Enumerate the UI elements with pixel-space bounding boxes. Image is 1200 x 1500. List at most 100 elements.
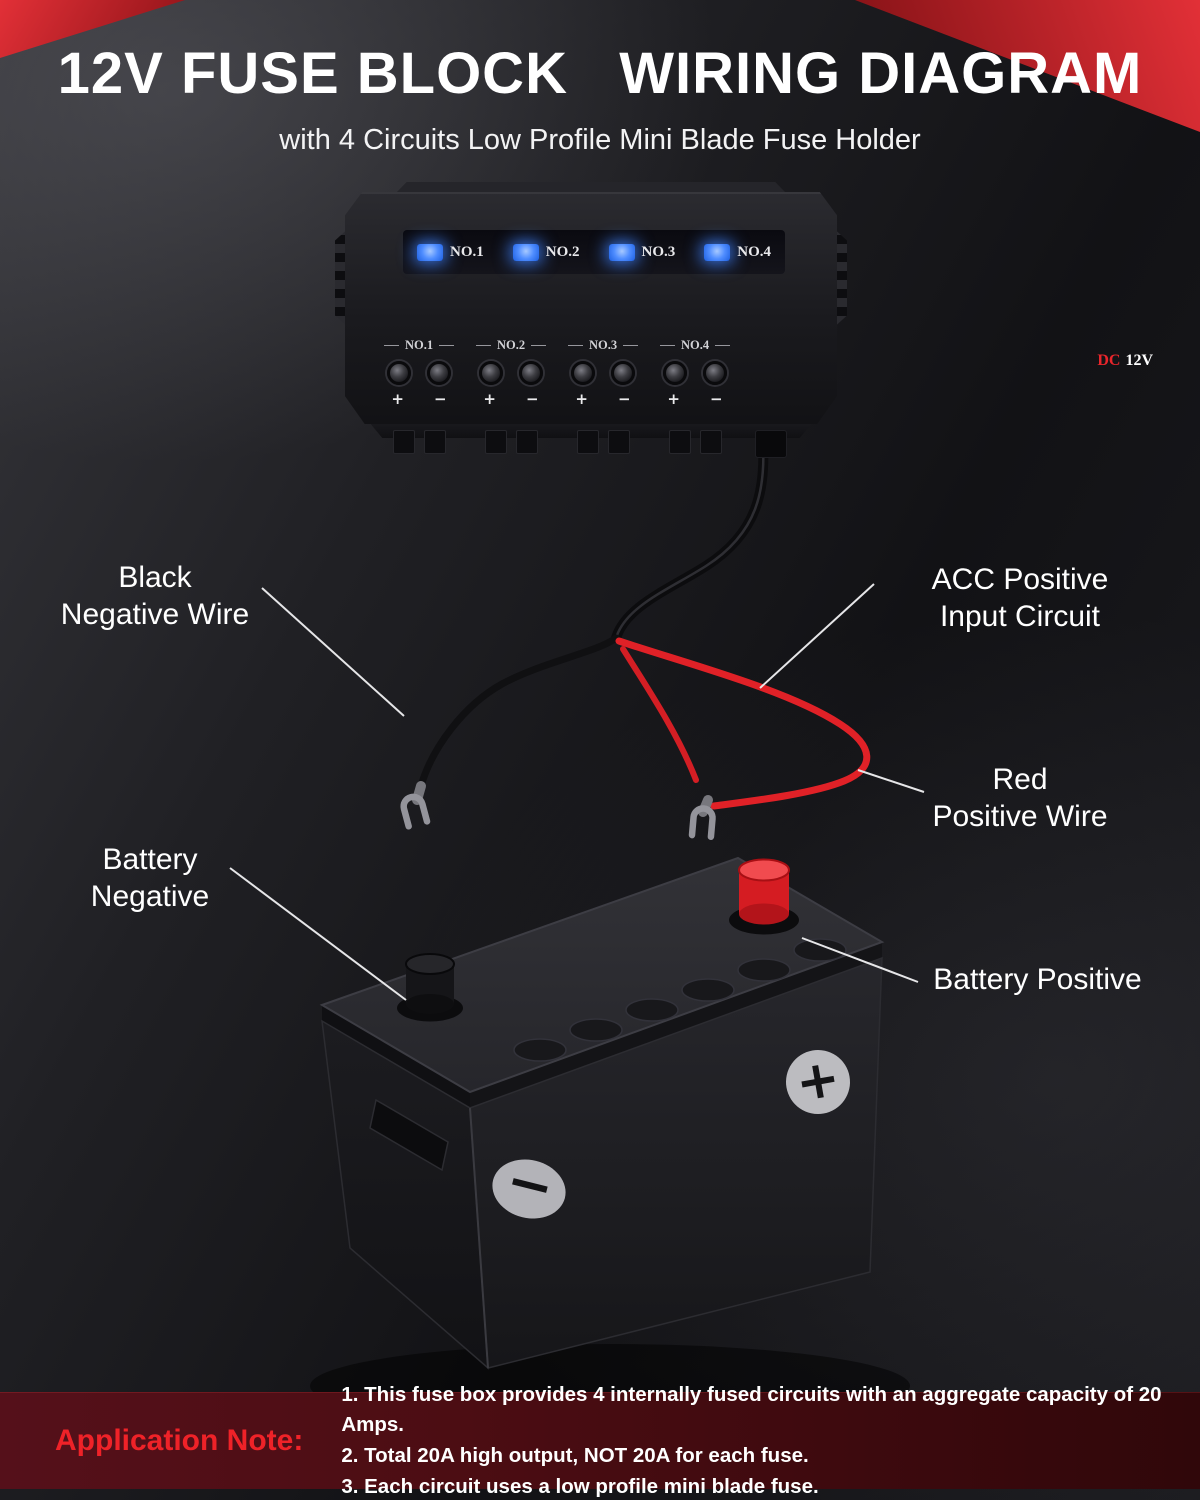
callout-lines <box>229 583 925 1001</box>
connector-tab <box>669 430 691 454</box>
battery-negative-terminal <box>397 953 463 1022</box>
led-indicator-icon <box>512 243 539 261</box>
callout-battery-positive: Battery Positive <box>895 962 1180 999</box>
terminal-group-3: NO.3 +− <box>563 338 643 408</box>
screw-terminal <box>571 361 595 385</box>
battery-front-edge <box>469 1107 489 1369</box>
note-item-3: 3. Each circuit uses a low profile mini … <box>341 1474 819 1498</box>
led-indicator-icon <box>704 243 731 261</box>
battery-cell-cap <box>625 998 679 1022</box>
minus-sign: − <box>618 390 631 408</box>
black-negative-wire <box>417 634 620 790</box>
callout-red-positive-wire: Red Positive Wire <box>900 762 1140 835</box>
black-wire-fork-terminal <box>400 793 431 830</box>
battery <box>310 856 910 1428</box>
connector-tab <box>700 430 722 454</box>
screw-terminal <box>427 361 451 385</box>
battery-negative-leader-line <box>229 867 407 1001</box>
screw-terminal <box>663 361 687 385</box>
screw-terminal <box>703 361 727 385</box>
battery-lid-edge-left <box>322 1005 470 1108</box>
led-label-3: NO.3 <box>641 243 676 260</box>
connector-tab <box>424 430 446 454</box>
terminal-label-3: NO.3 <box>568 338 638 353</box>
application-note-bar: Application Note: 1. This fuse box provi… <box>0 1383 1200 1498</box>
plus-sign: + <box>391 390 404 408</box>
screw-terminal <box>479 361 503 385</box>
black-wire-leader-line <box>261 587 405 717</box>
acc-input-leader-line <box>759 583 875 689</box>
callout-line: Battery Positive <box>933 963 1142 996</box>
battery-cell-cap <box>569 1018 623 1042</box>
application-note-items: 1. This fuse box provides 4 internally f… <box>341 1380 1200 1500</box>
connector-tab <box>516 430 538 454</box>
output-connector-3 <box>577 430 630 454</box>
connector-tab <box>577 430 599 454</box>
fuse-block-top-ridge <box>395 182 787 194</box>
note-item-1: 1. This fuse box provides 4 internally f… <box>341 1382 1162 1437</box>
terminal-label-4: NO.4 <box>660 338 730 353</box>
red-wire-leader-line <box>857 769 925 793</box>
red-positive-wire-fork <box>620 646 699 783</box>
battery-cell-cap <box>681 978 735 1002</box>
callout-battery-negative: Battery Negative <box>40 842 260 915</box>
terminal-group-2: NO.2 + − <box>471 338 551 408</box>
input-cable-plug <box>755 430 787 458</box>
output-connector-2 <box>485 430 538 454</box>
connector-tab <box>608 430 630 454</box>
connector-tab <box>485 430 507 454</box>
minus-sign: − <box>526 390 539 408</box>
led-indicator-icon <box>417 243 443 261</box>
screw-terminal <box>611 361 635 385</box>
terminal-group-4: NO.4 +− <box>655 338 735 408</box>
callout-line: Input Circuit <box>939 599 1101 633</box>
battery-lid-edge-right <box>470 942 882 1108</box>
terminal-group-1: NO.1 + − <box>379 338 459 408</box>
main-cable-highlight <box>614 428 765 640</box>
led-circuit-4: NO.4 <box>704 243 771 261</box>
terminal-label-2: NO.2 <box>476 338 546 353</box>
led-circuit-3: NO.3 <box>608 243 676 261</box>
led-circuit-1: NO.1 <box>417 243 484 261</box>
note-item-2: 2. Total 20A high output, NOT 20A for ea… <box>341 1444 809 1467</box>
battery-cell-cap <box>793 938 847 962</box>
battery-cell-cap <box>737 958 791 982</box>
callout-black-negative-wire: Black Negative Wire <box>35 560 275 633</box>
callout-line: Red <box>992 763 1048 796</box>
battery-positive-terminal <box>729 858 799 935</box>
red-wire-fork-terminal <box>688 805 716 840</box>
led-circuit-2: NO.2 <box>512 243 580 261</box>
connector-tab <box>393 430 415 454</box>
output-connector-1 <box>393 430 446 454</box>
led-label-2: NO.2 <box>545 243 580 260</box>
callout-line: Positive Wire <box>932 799 1108 833</box>
battery-positive-leader-line <box>801 937 919 983</box>
callout-acc-positive-input: ACC Positive Input Circuit <box>900 562 1140 635</box>
callout-line: Negative <box>90 879 210 913</box>
terminal-label-1: NO.1 <box>384 338 454 353</box>
voltage-text: 12V <box>1125 352 1153 369</box>
screw-terminal <box>519 361 543 385</box>
led-indicator-panel: NO.1 NO.2 NO.3 NO.4 <box>403 230 785 274</box>
callout-line: Battery <box>102 843 198 876</box>
red-positive-wire-loop <box>615 637 871 810</box>
battery-handle <box>369 1098 449 1172</box>
page-title: 12V FUSE BLOCK WIRING DIAGRAM <box>57 41 1143 106</box>
dc-text: DC <box>1097 352 1121 369</box>
led-label-4: NO.4 <box>737 243 771 260</box>
application-note-heading: Application Note: <box>55 1424 304 1457</box>
battery-cell-cap <box>513 1038 567 1062</box>
output-connector-4 <box>669 430 722 454</box>
fuse-block-device: NO.1 NO.2 NO.3 NO.4 NO.1 + − NO.2 <box>335 182 1153 458</box>
minus-sign: − <box>434 390 447 408</box>
led-label-1: NO.1 <box>450 243 484 260</box>
callout-line: Negative Wire <box>60 597 250 631</box>
screw-terminal <box>387 361 411 385</box>
led-indicator-icon <box>608 243 635 261</box>
minus-sign: − <box>710 390 723 408</box>
callout-line: ACC Positive <box>931 563 1109 596</box>
plus-sign: + <box>483 390 496 408</box>
